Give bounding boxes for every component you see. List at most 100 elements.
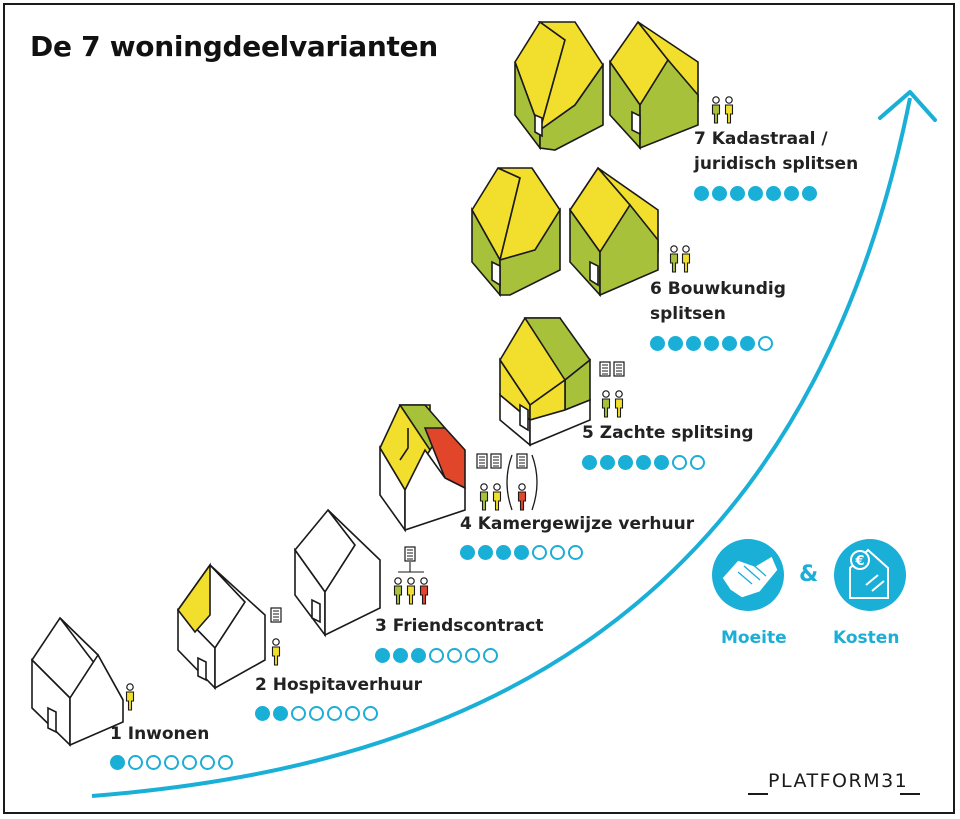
rating-dot-empty	[291, 706, 306, 721]
rating-dot-empty	[550, 545, 565, 560]
contract-icon	[404, 546, 416, 562]
rating-dot-empty	[363, 706, 378, 721]
variant-label-7-line2: juridisch splitsen	[694, 154, 859, 174]
person-icon	[681, 245, 691, 273]
rating-dot-filled	[740, 336, 755, 351]
rating-dot-empty	[532, 545, 547, 560]
rating-dot-filled	[110, 755, 125, 770]
rating-dot-filled	[514, 545, 529, 560]
rating-dot-filled	[694, 186, 709, 201]
rating-dot-filled	[618, 455, 633, 470]
person-icon	[614, 390, 624, 418]
rating-dot-empty	[218, 755, 233, 770]
house-6-left	[471, 166, 561, 298]
variant-label-6-line2: splitsen	[650, 304, 726, 324]
person-icon	[711, 96, 721, 124]
rating-dot-empty	[327, 706, 342, 721]
rating-dot-filled	[478, 545, 493, 560]
person-icon	[517, 483, 527, 511]
person-icon	[479, 483, 489, 511]
rating-dot-filled	[600, 455, 615, 470]
contract-icon	[613, 361, 625, 377]
variant-label-5: 5 Zachte splitsing	[582, 423, 754, 443]
rating-dot-empty	[483, 648, 498, 663]
euro-house-icon: €	[834, 539, 906, 611]
variant-label-3: 3 Friendscontract	[375, 616, 544, 636]
growth-curve	[91, 97, 912, 798]
person-icon	[601, 390, 611, 418]
variant-label-2: 2 Hospitaverhuur	[255, 675, 423, 695]
rating-dot-filled	[375, 648, 390, 663]
rating-1	[110, 755, 233, 770]
rating-dot-empty	[345, 706, 360, 721]
rating-dot-empty	[465, 648, 480, 663]
person-icon	[125, 683, 135, 711]
brand-underline-left	[748, 793, 768, 795]
rating-dot-filled	[766, 186, 781, 201]
rating-dot-empty	[182, 755, 197, 770]
house-3	[293, 508, 381, 638]
rating-5	[582, 455, 705, 470]
person-icon	[271, 638, 281, 666]
rating-dot-empty	[429, 648, 444, 663]
house-5	[499, 317, 592, 447]
rating-dot-filled	[686, 336, 701, 351]
rating-dot-filled	[730, 186, 745, 201]
brand-underline-right	[900, 793, 920, 795]
variant-label-1: 1 Inwonen	[110, 724, 210, 744]
variant-label-4: 4 Kamergewijze verhuur	[460, 514, 695, 534]
rating-6	[650, 336, 773, 351]
house-6-right	[569, 166, 659, 298]
rating-dot-filled	[668, 336, 683, 351]
legend-effort-label: Moeite	[721, 628, 787, 648]
person-icon	[393, 577, 403, 605]
rating-dot-empty	[447, 648, 462, 663]
legend-ampersand: &	[799, 562, 819, 587]
rating-dot-filled	[704, 336, 719, 351]
diagram-frame	[3, 3, 955, 814]
rating-dot-empty	[128, 755, 143, 770]
variant-label-6: 6 Bouwkundig splitsen	[650, 277, 786, 327]
rating-dot-empty	[164, 755, 179, 770]
rating-dot-filled	[582, 455, 597, 470]
contract-icon	[490, 453, 502, 469]
rating-dot-empty	[672, 455, 687, 470]
house-2	[176, 562, 266, 690]
person-icon	[406, 577, 416, 605]
rating-dot-empty	[200, 755, 215, 770]
rating-dot-filled	[496, 545, 511, 560]
rating-dot-filled	[650, 336, 665, 351]
rating-7	[694, 186, 817, 201]
brand-logo: PLATFORM31	[768, 770, 909, 792]
person-icon	[669, 245, 679, 273]
rating-2	[255, 706, 378, 721]
person-icon	[419, 577, 429, 605]
rating-dot-filled	[654, 455, 669, 470]
rating-dot-filled	[784, 186, 799, 201]
legend-cost-label: Kosten	[833, 628, 900, 648]
house-1	[30, 616, 124, 747]
variant-label-7-line1: 7 Kadastraal /	[694, 129, 828, 149]
rating-dot-empty	[758, 336, 773, 351]
variant-label-6-line1: 6 Bouwkundig	[650, 279, 786, 299]
rating-dot-filled	[748, 186, 763, 201]
house-7-right	[609, 20, 699, 151]
rating-3	[375, 648, 498, 663]
house-4	[379, 404, 466, 533]
rating-dot-filled	[411, 648, 426, 663]
rating-4	[460, 545, 583, 560]
rating-dot-filled	[255, 706, 270, 721]
rating-dot-empty	[690, 455, 705, 470]
page-title: De 7 woningdeelvarianten	[30, 30, 438, 63]
rating-dot-empty	[309, 706, 324, 721]
rating-dot-filled	[722, 336, 737, 351]
rating-dot-empty	[146, 755, 161, 770]
svg-text:€: €	[854, 554, 864, 569]
rating-dot-filled	[636, 455, 651, 470]
rating-dot-empty	[568, 545, 583, 560]
rating-dot-filled	[712, 186, 727, 201]
contract-icon	[476, 453, 488, 469]
contract-icon	[270, 607, 282, 623]
variant-label-7: 7 Kadastraal / juridisch splitsen	[694, 127, 858, 177]
